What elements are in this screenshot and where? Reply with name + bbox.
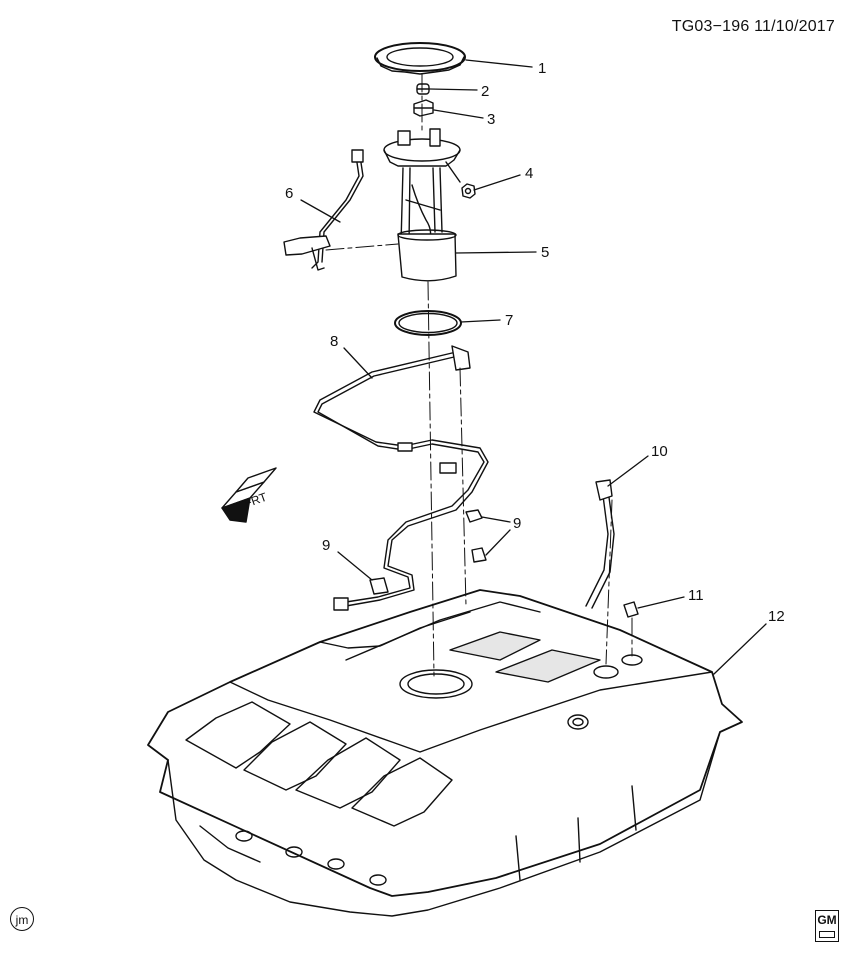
corner-mark: jm (10, 907, 34, 931)
callout-10: 10 (651, 443, 668, 460)
gm-logo-text: GM (817, 913, 837, 927)
callout-7: 7 (505, 312, 513, 329)
part-vent-tube (585, 479, 615, 609)
callout-11: 11 (688, 587, 704, 604)
callout-6: 6 (285, 185, 293, 202)
callout-2: 2 (481, 83, 489, 100)
part-fuel-pump-module (383, 128, 461, 282)
alignment-lines (325, 73, 633, 677)
part-lock-ring (374, 42, 466, 75)
frt-arrow-icon (221, 497, 251, 523)
drawing-code: TG03−196 11/10/2017 (671, 18, 835, 35)
part-plug (623, 601, 639, 618)
part-fuel-tank (147, 589, 743, 917)
part-connector (413, 99, 434, 117)
gm-logo-plate-icon (819, 931, 835, 938)
callout-12: 12 (768, 608, 785, 625)
callout-5: 5 (541, 244, 549, 261)
part-nut (461, 183, 476, 199)
part-seal (416, 83, 430, 95)
gm-logo: GM (815, 910, 839, 942)
callout-numbers: 1 2 3 4 5 6 7 8 9 9 10 11 12 (285, 60, 785, 625)
part-clips (369, 509, 487, 595)
part-fuel-level-sensor (283, 149, 364, 271)
callout-8: 8 (330, 333, 338, 350)
front-orientation-indicator: FRT (221, 467, 277, 523)
callout-9-right: 9 (513, 515, 521, 532)
callout-4: 4 (525, 165, 533, 182)
callout-1: 1 (538, 60, 546, 77)
part-fuel-lines (313, 345, 489, 611)
leader-lines (300, 59, 767, 675)
callout-3: 3 (487, 111, 495, 128)
callout-9-left: 9 (322, 537, 330, 554)
